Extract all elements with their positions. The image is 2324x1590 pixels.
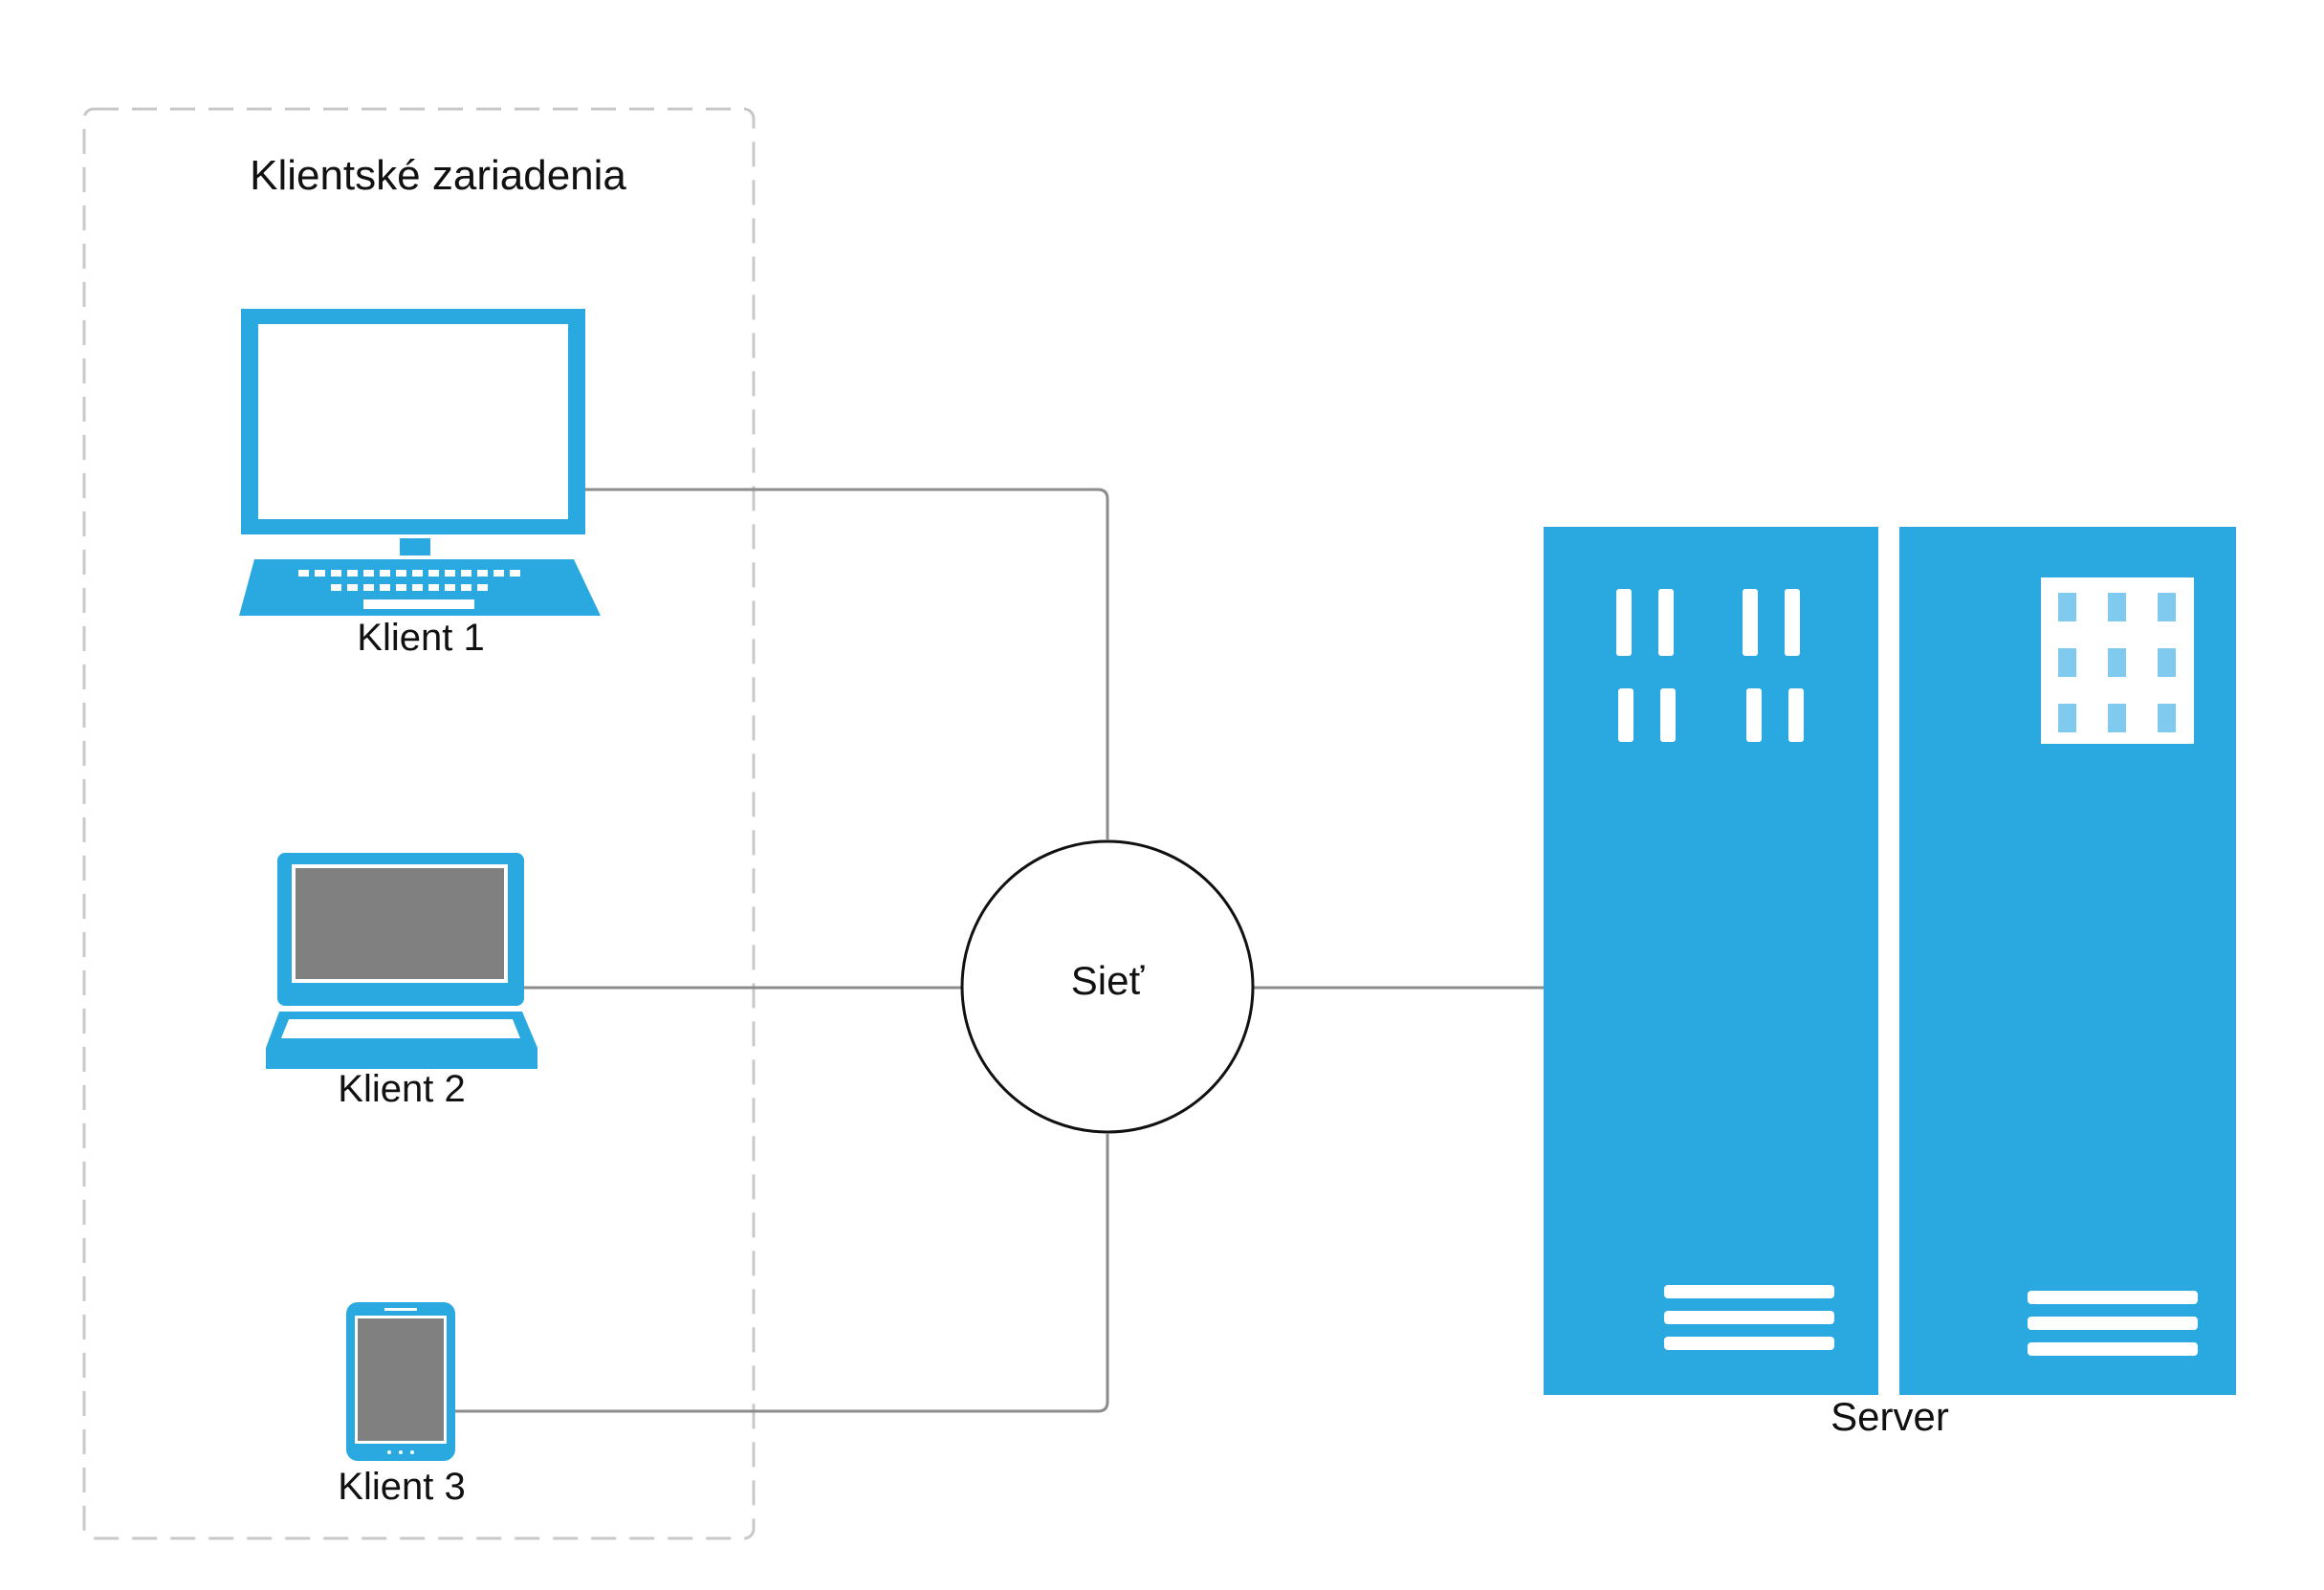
connector-client-1 (583, 488, 1109, 839)
connector-client-3 (455, 1134, 1109, 1413)
client-3-label: Klient 3 (338, 1466, 465, 1508)
tablet-icon (346, 1302, 455, 1461)
network-label: Sieť (1071, 958, 1146, 1003)
server-rack-icon (1544, 527, 2236, 1395)
server-label: Server (1831, 1394, 1949, 1439)
network-node (960, 839, 1255, 1134)
client-1-label: Klient 1 (357, 617, 484, 659)
client-group-title: Klientské zariadenia (250, 152, 626, 199)
desktop-monitor-icon (239, 309, 601, 616)
laptop-icon (266, 853, 537, 1069)
client-group-border (82, 107, 756, 1540)
server-rack-left (1544, 527, 1878, 1395)
client-2-label: Klient 2 (338, 1068, 465, 1110)
connectors (455, 488, 1544, 1413)
